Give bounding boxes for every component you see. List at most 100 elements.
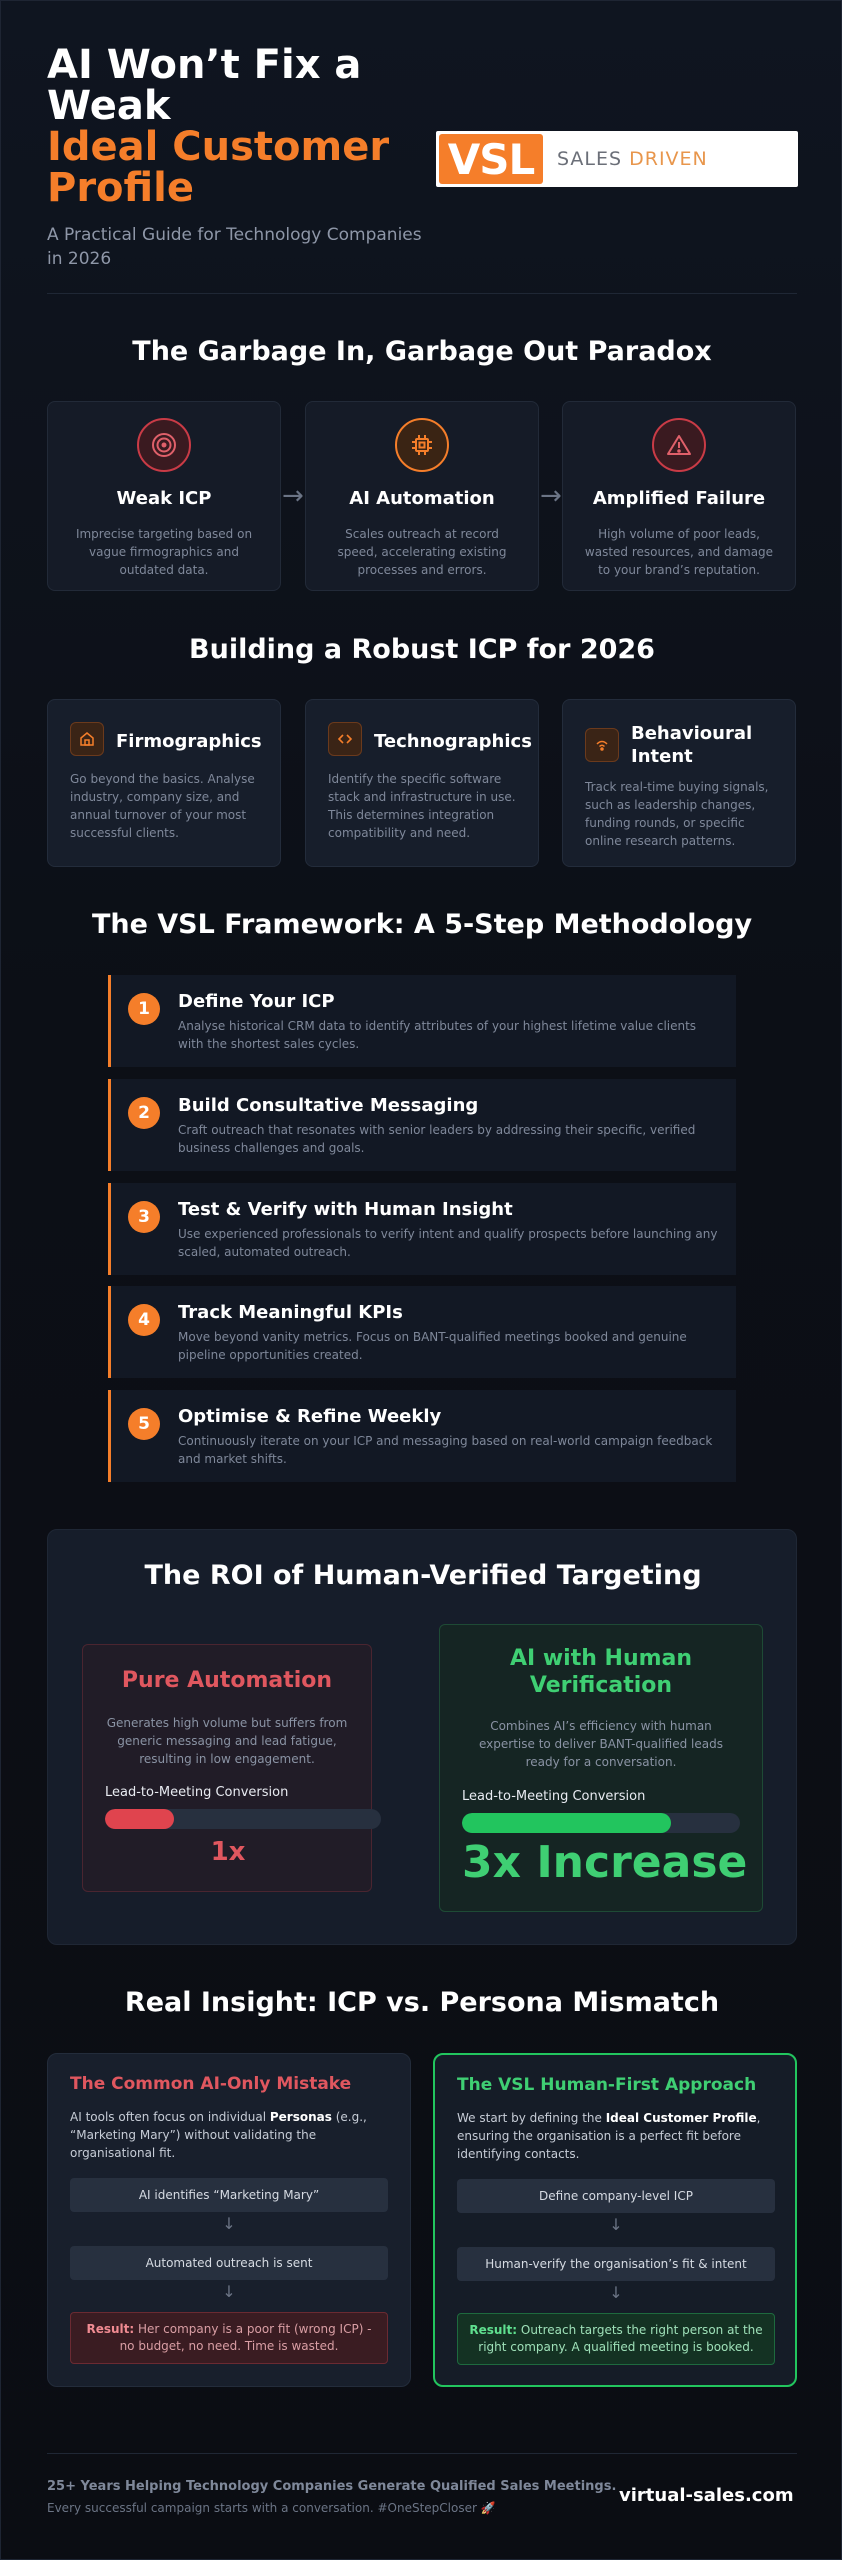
- conversion-bar-fill: [462, 1813, 671, 1833]
- icp-card: Firmographics Go beyond the basics. Anal…: [47, 699, 281, 867]
- paradox-card: AI Automation Scales outreach at record …: [305, 401, 539, 591]
- icp-card: Technographics Identify the specific sof…: [305, 699, 539, 867]
- conversion-value: 1x: [210, 1837, 246, 1867]
- conversion-bar-fill: [105, 1809, 174, 1829]
- roi-card-desc: Combines AI’s efficiency with human expe…: [479, 1719, 723, 1769]
- logo-word: SALES: [557, 148, 623, 170]
- body-text: AI tools often focus on individual: [70, 2110, 270, 2124]
- arrow-right-icon: →: [540, 481, 562, 511]
- title-line: AI Won’t Fix a: [47, 42, 362, 88]
- conversion-label: Lead-to-Meeting Conversion: [105, 1785, 289, 1800]
- page-subtitle: A Practical Guide for Technology Compani…: [47, 223, 447, 271]
- mistake-card-body: AI tools often focus on individual Perso…: [70, 2108, 388, 2162]
- logo-word-accent: DRIVEN: [629, 148, 708, 170]
- framework-step: 1 Define Your ICP Analyse historical CRM…: [108, 975, 736, 1067]
- roi-card-human-verification: AI with Human Verification Combines AI’s…: [439, 1624, 763, 1912]
- arrow-down-icon: ↓: [609, 2215, 623, 2234]
- paradox-card: Amplified Failure High volume of poor le…: [562, 401, 796, 591]
- section-title-icp: Building a Robust ICP for 2026: [189, 634, 655, 665]
- step-body: Continuously iterate on your ICP and mes…: [178, 1434, 713, 1466]
- target-icon: [137, 418, 191, 472]
- roi-card-pure-automation: Pure Automation Generates high volume bu…: [82, 1644, 381, 1892]
- section-title-roi: The ROI of Human-Verified Targeting: [144, 1560, 702, 1591]
- step-title: Test & Verify with Human Insight: [178, 1199, 513, 1220]
- step-body: Use experienced professionals to verify …: [178, 1227, 718, 1259]
- code-icon: [328, 722, 362, 756]
- step-title: Track Meaningful KPIs: [178, 1302, 403, 1323]
- title-line: Weak: [47, 83, 171, 129]
- page-title: AI Won’t Fix a Weak Ideal Customer Profi…: [47, 45, 447, 209]
- building-icon: [70, 722, 104, 756]
- icp-card: Behavioural Intent Track real-time buyin…: [562, 699, 796, 867]
- conversion-value: 3x Increase: [462, 1837, 748, 1888]
- framework-step: 4 Track Meaningful KPIs Move beyond vani…: [108, 1286, 736, 1378]
- icp-card-body: Track real-time buying signals, such as …: [585, 780, 769, 848]
- arrow-down-icon: ↓: [222, 2282, 236, 2301]
- body-text: (e.g., “Marketing Mary”) without validat…: [70, 2110, 367, 2160]
- framework-step: 3 Test & Verify with Human Insight Use e…: [108, 1183, 736, 1275]
- conversion-label: Lead-to-Meeting Conversion: [462, 1789, 646, 1804]
- arrow-down-icon: ↓: [222, 2214, 236, 2233]
- subtitle-line: in 2026: [47, 249, 112, 269]
- arrow-down-icon: ↓: [609, 2283, 623, 2302]
- flow-step: Automated outreach is sent: [70, 2246, 388, 2280]
- conversion-bar: [462, 1813, 740, 1833]
- step-number: 2: [128, 1097, 160, 1129]
- flow-step: AI identifies “Marketing Mary”: [70, 2178, 388, 2212]
- roi-card-title-line: AI with Human: [509, 1646, 693, 1671]
- chip-icon: [395, 418, 449, 472]
- paradox-card-body: Scales outreach at record speed, acceler…: [337, 527, 507, 577]
- flow-result: Result: Her company is a poor fit (wrong…: [70, 2312, 388, 2364]
- conversion-bar: [105, 1809, 381, 1829]
- footer-note: Every successful campaign starts with a …: [47, 2501, 496, 2515]
- roi-card-title-line: Verification: [529, 1673, 673, 1698]
- paradox-card-title: Amplified Failure: [592, 488, 766, 509]
- icp-card-body: Go beyond the basics. Analyse industry, …: [70, 772, 255, 840]
- step-title: Optimise & Refine Weekly: [178, 1406, 442, 1427]
- roi-card-title: Pure Automation: [121, 1668, 333, 1693]
- section-title-paradox: The Garbage In, Garbage Out Paradox: [132, 336, 712, 367]
- flow-step: Define company-level ICP: [457, 2179, 775, 2213]
- website-link[interactable]: virtual-sales.com: [619, 2485, 794, 2506]
- step-body: Move beyond vanity metrics. Focus on BAN…: [178, 1330, 687, 1362]
- roi-card-desc: Generates high volume but suffers from g…: [106, 1716, 348, 1766]
- subtitle-line: A Practical Guide for Technology Compani…: [47, 225, 422, 245]
- divider: [47, 293, 797, 294]
- framework-step: 5 Optimise & Refine Weekly Continuously …: [108, 1390, 736, 1482]
- logo-mark: VSL: [439, 134, 543, 184]
- body-emphasis: Personas: [269, 2110, 332, 2124]
- approach-card-title: The VSL Human-First Approach: [457, 2075, 757, 2095]
- result-text: Outreach targets the right person at the…: [478, 2323, 763, 2354]
- step-title: Build Consultative Messaging: [178, 1095, 479, 1116]
- icp-card-title: Firmographics: [116, 731, 262, 752]
- paradox-card-body: High volume of poor leads, wasted resour…: [584, 527, 774, 577]
- step-body: Analyse historical CRM data to identify …: [178, 1019, 697, 1051]
- flow-step: Human-verify the organisation’s fit & in…: [457, 2247, 775, 2281]
- logo-wordmark: SALES DRIVEN: [557, 148, 708, 170]
- icp-card-title: Technographics: [374, 731, 532, 752]
- vsl-logo: VSL SALES DRIVEN: [436, 131, 798, 187]
- icp-card-title: Behavioural Intent: [631, 723, 753, 767]
- approach-card-body: We start by defining the Ideal Customer …: [457, 2109, 775, 2163]
- step-number: 3: [128, 1201, 160, 1233]
- body-text: We start by defining the: [457, 2111, 606, 2125]
- section-title-framework: The VSL Framework: A 5-Step Methodology: [91, 909, 753, 940]
- result-label: Result:: [86, 2322, 135, 2336]
- approach-card: The VSL Human-First Approach We start by…: [433, 2053, 797, 2387]
- divider: [47, 2453, 797, 2454]
- paradox-card-body: Imprecise targeting based on vague firmo…: [75, 527, 253, 577]
- body-emphasis: Ideal Customer Profile: [605, 2111, 757, 2125]
- flow-result: Result: Outreach targets the right perso…: [457, 2313, 775, 2365]
- section-title-insight: Real Insight: ICP vs. Persona Mismatch: [124, 1987, 720, 2018]
- roi-card-title: AI with Human Verification: [440, 1645, 762, 1699]
- icp-card-body: Identify the specific software stack and…: [328, 772, 516, 840]
- result-text: Her company is a poor fit (wrong ICP) - …: [119, 2322, 372, 2353]
- mistake-card: The Common AI-Only Mistake AI tools ofte…: [47, 2053, 411, 2387]
- step-number: 1: [128, 993, 160, 1025]
- step-number: 4: [128, 1304, 160, 1336]
- step-number: 5: [128, 1408, 160, 1440]
- title-line-highlight: Profile: [47, 165, 195, 211]
- mistake-card-title: The Common AI-Only Mistake: [70, 2074, 352, 2094]
- result-label: Result:: [469, 2323, 518, 2337]
